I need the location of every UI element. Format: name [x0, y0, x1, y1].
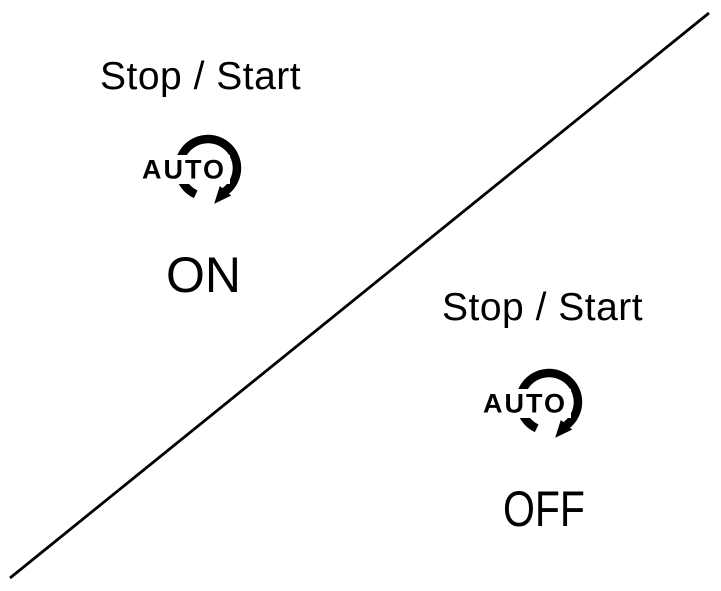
icon-text-mask: [481, 389, 571, 418]
stop-start-label: Stop / Start: [100, 55, 302, 98]
auto-circular-arrow-icon: AUTO: [140, 134, 242, 204]
arrowhead: [214, 186, 232, 204]
stop-start-label: Stop / Start: [442, 286, 644, 329]
state-on-label: ON: [166, 247, 241, 303]
icon-text-mask: [140, 155, 230, 184]
state-off-label: OFF: [503, 481, 585, 537]
auto-circular-arrow-icon: AUTO: [481, 368, 583, 438]
auto-icon-label: AUTO: [483, 389, 567, 419]
arrowhead: [555, 420, 573, 438]
auto-icon-label: AUTO: [142, 155, 226, 185]
